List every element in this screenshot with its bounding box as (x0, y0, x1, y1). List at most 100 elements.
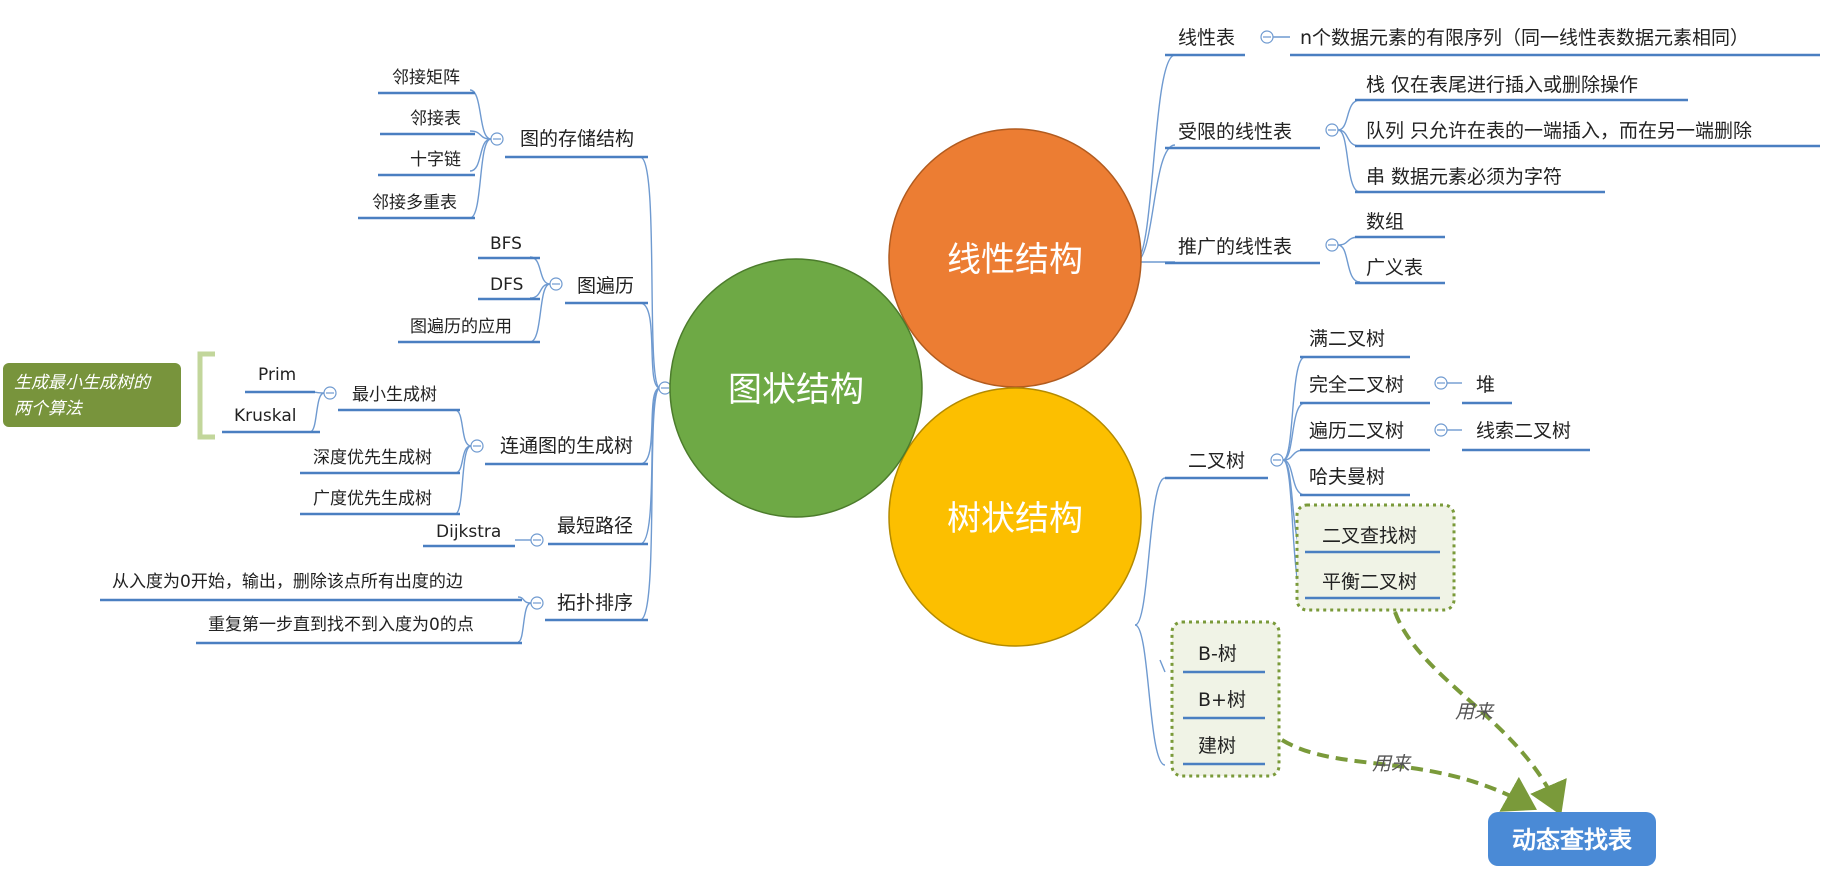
node-b-tree[interactable]: B-树 (1183, 643, 1265, 674)
collapse-icon[interactable] (658, 381, 672, 395)
node-cross-list[interactable]: 十字链 (378, 150, 475, 177)
svg-text:生成最小生成树的: 生成最小生成树的 (14, 373, 152, 393)
svg-text:线性表: 线性表 (1178, 27, 1235, 49)
svg-text:广度优先生成树: 广度优先生成树 (313, 489, 432, 509)
svg-text:邻接多重表: 邻接多重表 (372, 193, 457, 213)
node-bfs[interactable]: BFS (478, 234, 540, 260)
svg-text:邻接表: 邻接表 (410, 109, 461, 129)
collapse-icon[interactable] (323, 386, 337, 400)
svg-text:Dijkstra: Dijkstra (436, 522, 501, 542)
linear-structure-circle[interactable]: 线性结构 (888, 128, 1142, 388)
collapse-icon[interactable] (530, 596, 544, 610)
svg-text:图的存储结构: 图的存储结构 (520, 128, 634, 150)
node-traverse-binary-tree[interactable]: 遍历二叉树 (1300, 420, 1430, 452)
collapse-icon[interactable] (490, 132, 504, 146)
svg-text:受限的线性表: 受限的线性表 (1178, 121, 1292, 143)
svg-text:图状结构: 图状结构 (728, 370, 864, 410)
svg-text:队列 只允许在表的一端插入，而在另一端删除: 队列 只允许在表的一端插入，而在另一端删除 (1366, 120, 1752, 142)
svg-text:DFS: DFS (490, 275, 523, 295)
mst-note: 生成最小生成树的 两个算法 (3, 363, 181, 427)
svg-text:最小生成树: 最小生成树 (352, 385, 437, 405)
svg-text:栈 仅在表尾进行插入或删除操作: 栈 仅在表尾进行插入或删除操作 (1366, 74, 1638, 96)
node-array[interactable]: 数组 (1355, 211, 1445, 239)
svg-text:深度优先生成树: 深度优先生成树 (313, 448, 432, 468)
svg-text:线索二叉树: 线索二叉树 (1476, 420, 1571, 442)
node-mst[interactable]: 最小生成树 (338, 385, 460, 412)
node-string[interactable]: 串 数据元素必须为字符 (1355, 166, 1605, 194)
node-build-tree[interactable]: 建树 (1183, 735, 1265, 766)
node-topo-step-2[interactable]: 重复第一步直到找不到入度为0的点 (196, 615, 522, 645)
svg-text:满二叉树: 满二叉树 (1309, 328, 1385, 350)
node-dijkstra[interactable]: Dijkstra (423, 522, 515, 548)
node-dfs-tree[interactable]: 深度优先生成树 (300, 448, 460, 475)
node-binary-search-tree[interactable]: 二叉查找树 (1305, 525, 1440, 554)
collapse-icon[interactable] (1325, 123, 1339, 137)
svg-text:B+树: B+树 (1198, 689, 1246, 711)
node-kruskal[interactable]: Kruskal (222, 406, 320, 434)
node-topo-sort[interactable]: 拓扑排序 (545, 592, 648, 622)
used-for-label-2: 用来 (1372, 753, 1412, 775)
node-binary-tree[interactable]: 二叉树 (1165, 450, 1268, 480)
dynamic-search-table-node[interactable]: 动态查找表 (1488, 812, 1656, 866)
svg-text:Prim: Prim (258, 365, 296, 385)
node-full-binary-tree[interactable]: 满二叉树 (1300, 328, 1410, 359)
search-tree-group (1295, 503, 1456, 612)
node-dfs[interactable]: DFS (478, 275, 540, 301)
svg-text:n个数据元素的有限序列（同一线性表数据元素相同）: n个数据元素的有限序列（同一线性表数据元素相同） (1300, 27, 1749, 49)
node-queue[interactable]: 队列 只允许在表的一端插入，而在另一端删除 (1355, 120, 1820, 148)
collapse-icon[interactable] (1434, 423, 1448, 437)
node-traversal-app[interactable]: 图遍历的应用 (398, 317, 540, 344)
svg-text:十字链: 十字链 (410, 150, 461, 170)
node-bfs-tree[interactable]: 广度优先生成树 (300, 489, 460, 516)
graph-structure-circle[interactable]: 图状结构 (669, 258, 923, 518)
collapse-icon[interactable] (1260, 30, 1274, 44)
node-huffman-tree[interactable]: 哈夫曼树 (1300, 466, 1410, 497)
node-adj-multi[interactable]: 邻接多重表 (358, 193, 475, 220)
node-bplus-tree[interactable]: B+树 (1183, 689, 1265, 720)
node-balanced-binary-tree[interactable]: 平衡二叉树 (1305, 571, 1440, 600)
node-stack[interactable]: 栈 仅在表尾进行插入或删除操作 (1355, 74, 1688, 102)
svg-text:最短路径: 最短路径 (557, 515, 633, 537)
svg-text:哈夫曼树: 哈夫曼树 (1309, 466, 1385, 488)
node-graph-traversal[interactable]: 图遍历 (565, 275, 648, 305)
node-shortest-path[interactable]: 最短路径 (548, 515, 648, 546)
collapse-icon[interactable] (1434, 376, 1448, 390)
node-linear-list[interactable]: 线性表 (1165, 27, 1245, 57)
svg-text:推广的线性表: 推广的线性表 (1178, 236, 1292, 258)
svg-text:BFS: BFS (490, 234, 522, 254)
collapse-icon[interactable] (530, 533, 544, 547)
mst-note-bracket (197, 351, 215, 440)
node-adj-matrix[interactable]: 邻接矩阵 (378, 68, 475, 95)
collapse-icon[interactable] (470, 439, 484, 453)
node-adj-list[interactable]: 邻接表 (380, 109, 475, 136)
node-threaded-binary-tree[interactable]: 线索二叉树 (1462, 420, 1590, 452)
svg-text:连通图的生成树: 连通图的生成树 (500, 435, 633, 457)
svg-text:图遍历: 图遍历 (577, 275, 634, 297)
used-for-arrow-2 (1280, 738, 1537, 812)
node-graph-storage[interactable]: 图的存储结构 (505, 128, 648, 159)
b-tree-group (1170, 620, 1281, 778)
svg-text:完全二叉树: 完全二叉树 (1309, 374, 1404, 396)
collapse-icon[interactable] (549, 277, 563, 291)
svg-text:B-树: B-树 (1198, 643, 1237, 665)
node-glist[interactable]: 广义表 (1355, 257, 1445, 285)
node-restricted-list[interactable]: 受限的线性表 (1165, 121, 1320, 150)
node-prim[interactable]: Prim (245, 365, 315, 394)
node-linear-list-desc[interactable]: n个数据元素的有限序列（同一线性表数据元素相同） (1290, 27, 1820, 57)
svg-text:广义表: 广义表 (1366, 257, 1423, 279)
svg-text:Kruskal: Kruskal (234, 406, 296, 426)
node-generalized-list[interactable]: 推广的线性表 (1165, 236, 1320, 265)
node-complete-binary-tree[interactable]: 完全二叉树 (1300, 374, 1430, 405)
svg-text:动态查找表: 动态查找表 (1512, 826, 1633, 854)
used-for-arrow-1 (1393, 611, 1567, 816)
tree-structure-circle[interactable]: 树状结构 (888, 387, 1142, 647)
node-spanning-tree[interactable]: 连通图的生成树 (485, 435, 648, 466)
node-topo-step-1[interactable]: 从入度为0开始，输出，删除该点所有出度的边 (100, 572, 522, 602)
node-heap[interactable]: 堆 (1462, 374, 1512, 405)
collapse-icon[interactable] (1270, 453, 1284, 467)
svg-text:二叉树: 二叉树 (1188, 450, 1245, 472)
svg-text:线性结构: 线性结构 (947, 240, 1083, 280)
collapse-icon[interactable] (1325, 238, 1339, 252)
svg-text:重复第一步直到找不到入度为0的点: 重复第一步直到找不到入度为0的点 (208, 615, 474, 635)
